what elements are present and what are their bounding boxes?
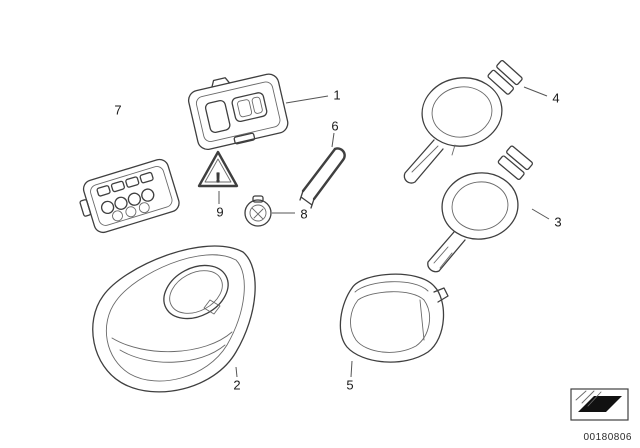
- part-housing-cover-large: [92, 245, 256, 393]
- callout-1: 1: [333, 87, 341, 103]
- drawing-number: 00180806: [583, 432, 632, 443]
- callout-2: 2: [233, 377, 241, 393]
- part-spring-clip: [299, 147, 346, 209]
- callout-5: 5: [346, 377, 354, 393]
- part-bracket-upper: [403, 60, 523, 184]
- callout-8: 8: [300, 206, 308, 222]
- part-switch-unit: [187, 73, 289, 150]
- part-bracket-lower: [427, 145, 533, 273]
- callout-9: 9: [216, 204, 224, 220]
- warning-exclamation: !: [216, 170, 220, 185]
- part-round-plug: [244, 195, 272, 227]
- callout-4: 4: [552, 90, 560, 106]
- part-control-unit: [79, 158, 180, 234]
- legend-hatch-icon: [570, 388, 629, 421]
- callout-7: 7: [114, 102, 122, 118]
- callout-6: 6: [331, 118, 339, 134]
- leader-lines: [218, 86, 550, 378]
- part-housing-cover-small: [339, 273, 449, 363]
- warning-triangle-icon: !: [197, 150, 239, 188]
- callout-3: 3: [554, 214, 562, 230]
